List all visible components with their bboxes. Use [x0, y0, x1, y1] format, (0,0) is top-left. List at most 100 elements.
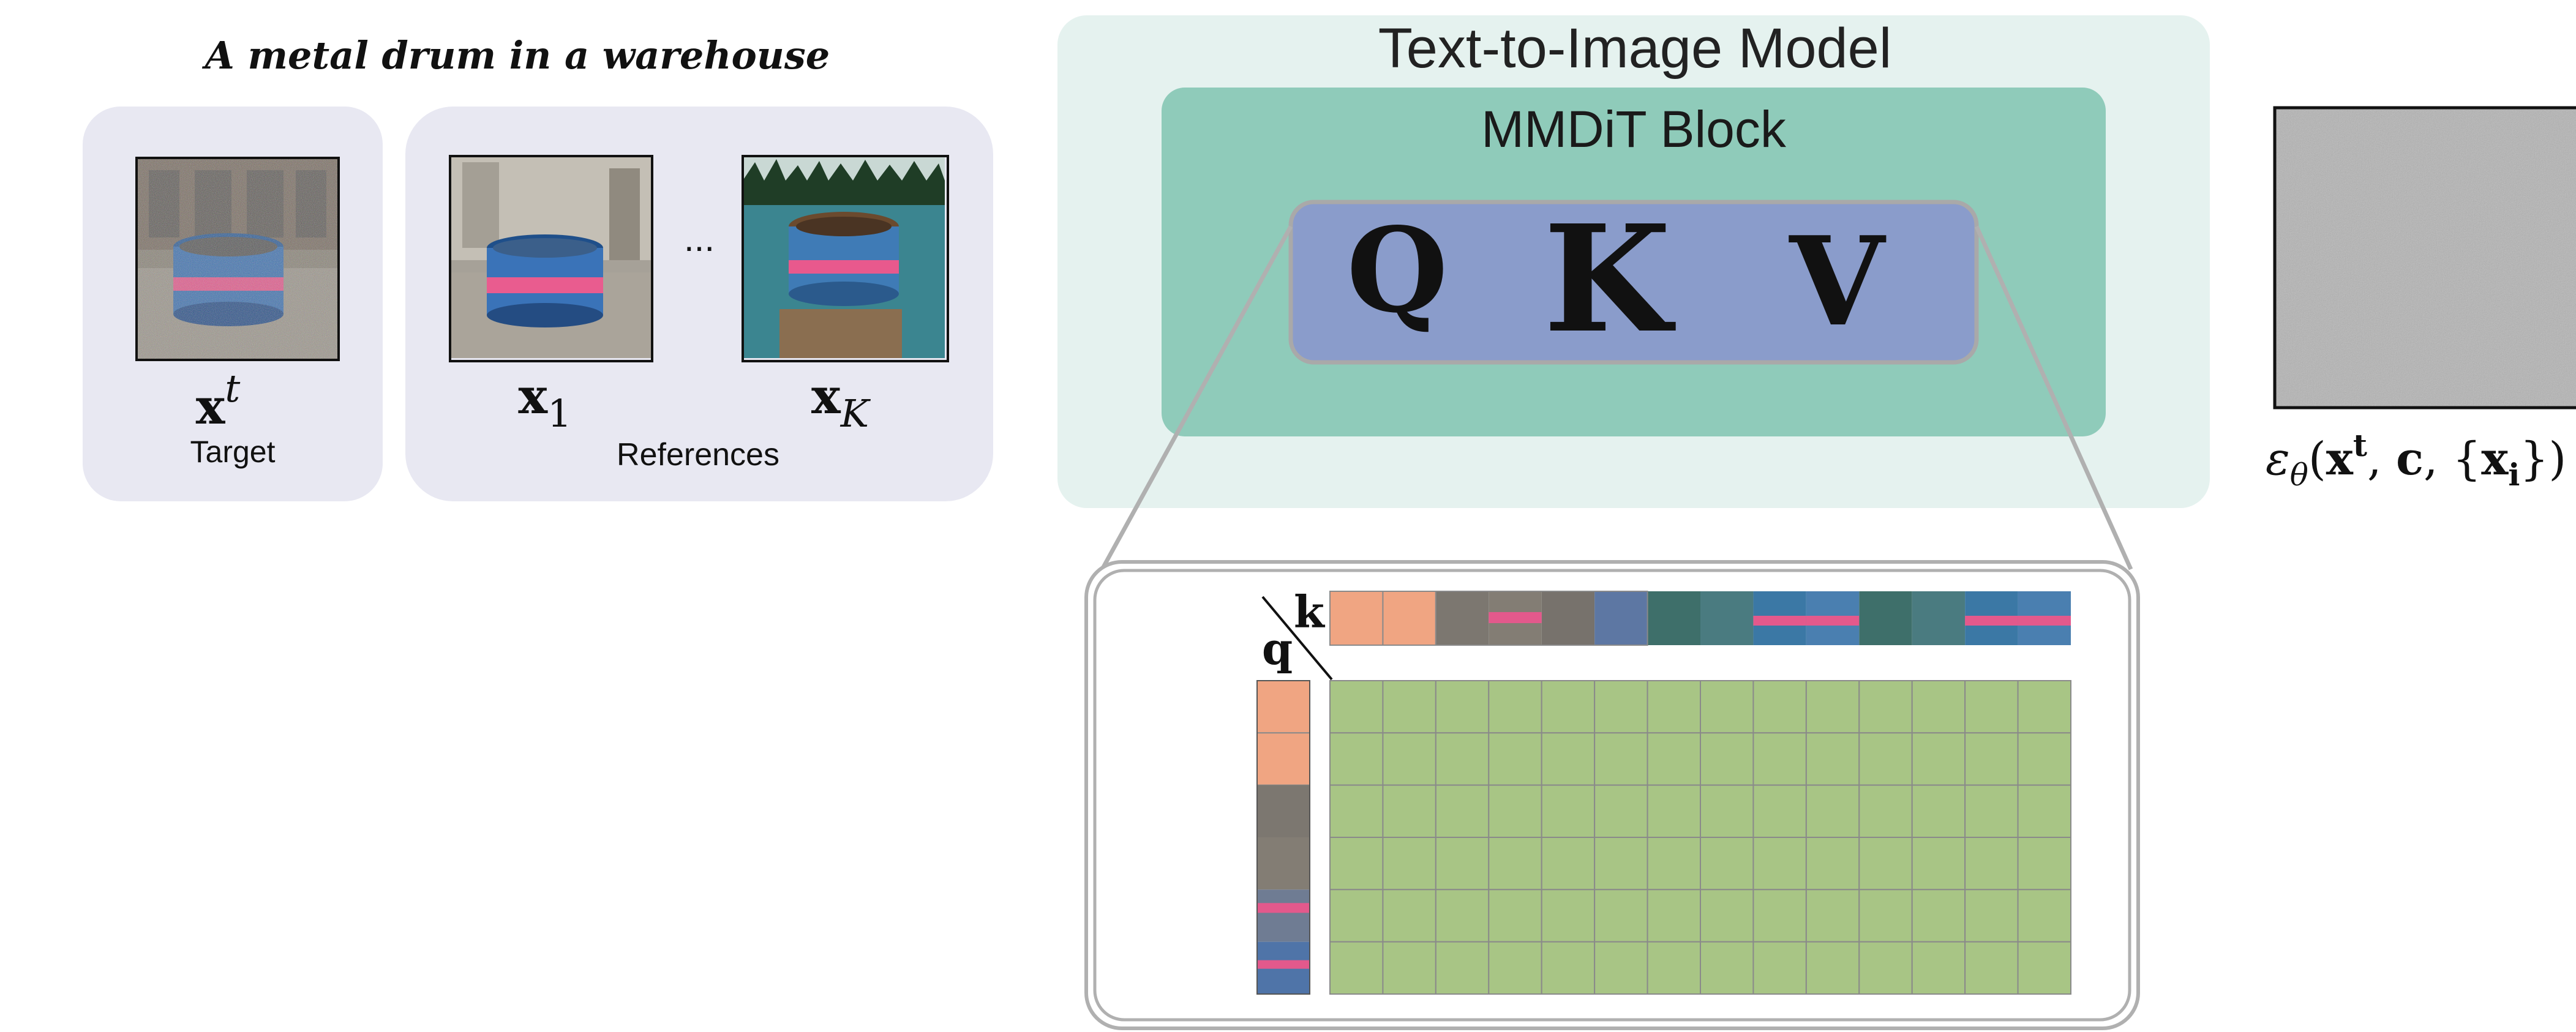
attention-cell: [1382, 941, 1436, 995]
qk-diagonal: [1261, 596, 1333, 681]
reference-k-symbol: xK: [811, 367, 871, 436]
attention-cell: [1858, 889, 1913, 943]
attention-cell: [1435, 837, 1490, 891]
qkv-box: [1288, 200, 1979, 365]
attention-cell: [1329, 837, 1384, 891]
reference-1-symbol: x1: [518, 367, 571, 436]
attention-cell: [1752, 837, 1807, 891]
key-token-strip: [1329, 591, 2071, 646]
v-letter: V: [1788, 210, 1887, 354]
attention-cell: [1594, 784, 1648, 838]
image-token-key: [1700, 591, 1754, 645]
attention-cell: [1435, 680, 1490, 734]
attention-cell: [1382, 837, 1436, 891]
image-token-query: [1257, 785, 1310, 837]
target-symbol: xt: [196, 366, 241, 435]
attention-cell: [1594, 837, 1648, 891]
attention-cell: [1805, 837, 1860, 891]
drum-stripe: [1489, 612, 1542, 623]
image-token-query: [1257, 837, 1310, 890]
attention-cell: [1541, 784, 1596, 838]
attention-cell: [1752, 680, 1807, 734]
text-token-query: [1256, 732, 1310, 786]
attention-cell: [1647, 680, 1702, 734]
attention-cell: [2017, 837, 2072, 891]
attention-cell: [1858, 732, 1913, 786]
ellipsis: ...: [684, 218, 715, 259]
attention-cell: [1752, 784, 1807, 838]
attention-cell: [1805, 889, 1860, 943]
attention-cell: [1911, 889, 1966, 943]
attention-cell: [1382, 889, 1436, 943]
attention-cell: [1858, 837, 1913, 891]
attention-cell: [1541, 837, 1596, 891]
q-letter: Q: [1346, 202, 1448, 338]
attention-cell: [1435, 784, 1490, 838]
query-token-strip: [1256, 680, 1310, 995]
attention-cell: [2017, 784, 2072, 838]
attention-cell: [1700, 680, 1754, 734]
attention-cell: [1647, 837, 1702, 891]
attention-cell: [2017, 732, 2072, 786]
attention-cell: [1382, 784, 1436, 838]
attention-cell: [1488, 941, 1542, 995]
attention-cell: [2017, 889, 2072, 943]
key-image-frame: [1435, 591, 1648, 646]
image-token-key: [1435, 591, 1489, 645]
target-label: Target: [190, 435, 276, 469]
mmdit-block-title: MMDiT Block: [1481, 100, 1787, 158]
attention-cell: [1541, 889, 1596, 943]
image-token-key: [1912, 591, 1966, 645]
attention-cell: [1329, 784, 1384, 838]
attention-cell: [1752, 732, 1807, 786]
attention-cell: [1700, 941, 1754, 995]
text-token-query: [1256, 680, 1310, 734]
attention-cell: [1805, 784, 1860, 838]
attention-cell: [1329, 680, 1384, 734]
prompt-caption: A metal drum in a warehouse: [202, 33, 830, 78]
attention-cell: [1488, 732, 1542, 786]
attention-cell: [1911, 680, 1966, 734]
references-label: References: [617, 437, 779, 473]
attention-cell: [1964, 889, 2019, 943]
attention-cell: [1647, 732, 1702, 786]
attention-cell: [1435, 889, 1490, 943]
text-token-key: [1382, 591, 1436, 646]
drum-stripe: [1806, 616, 1860, 626]
zoom-line-right: [1974, 225, 2133, 570]
attention-cell: [1805, 732, 1860, 786]
attention-cell: [1647, 889, 1702, 943]
attention-cell: [1594, 732, 1648, 786]
attention-cell: [1964, 784, 2019, 838]
attention-cell: [1964, 941, 2019, 995]
attention-cell: [1805, 941, 1860, 995]
attention-cell: [1329, 889, 1384, 943]
attention-cell: [1700, 837, 1754, 891]
attention-cell: [1911, 837, 1966, 891]
output-noise-image: [2273, 106, 2576, 409]
k-letter: K: [1544, 193, 1676, 365]
drum-stripe: [1257, 903, 1310, 913]
image-token-key: [1647, 591, 1700, 645]
reference-image-k: [742, 155, 949, 362]
k-label: k: [1294, 586, 1326, 638]
attention-cell: [1435, 941, 1490, 995]
attention-cell: [1752, 889, 1807, 943]
attention-cell: [1700, 784, 1754, 838]
image-token-key: [1859, 591, 1912, 645]
attention-cell: [1911, 732, 1966, 786]
attention-cell: [1435, 732, 1490, 786]
attention-cell: [1752, 941, 1807, 995]
target-image: [135, 157, 340, 361]
q-label: q: [1262, 623, 1293, 675]
attention-cell: [1858, 680, 1913, 734]
reference-image-1: [449, 155, 653, 362]
attention-cell: [1382, 732, 1436, 786]
attention-cell: [1488, 837, 1542, 891]
query-strip-frame: [1256, 680, 1310, 995]
attention-cell: [2017, 680, 2072, 734]
drum-stripe: [1965, 616, 2018, 626]
drum-stripe: [1753, 616, 1806, 626]
attention-cell: [1488, 889, 1542, 943]
attention-cell: [1329, 941, 1384, 995]
